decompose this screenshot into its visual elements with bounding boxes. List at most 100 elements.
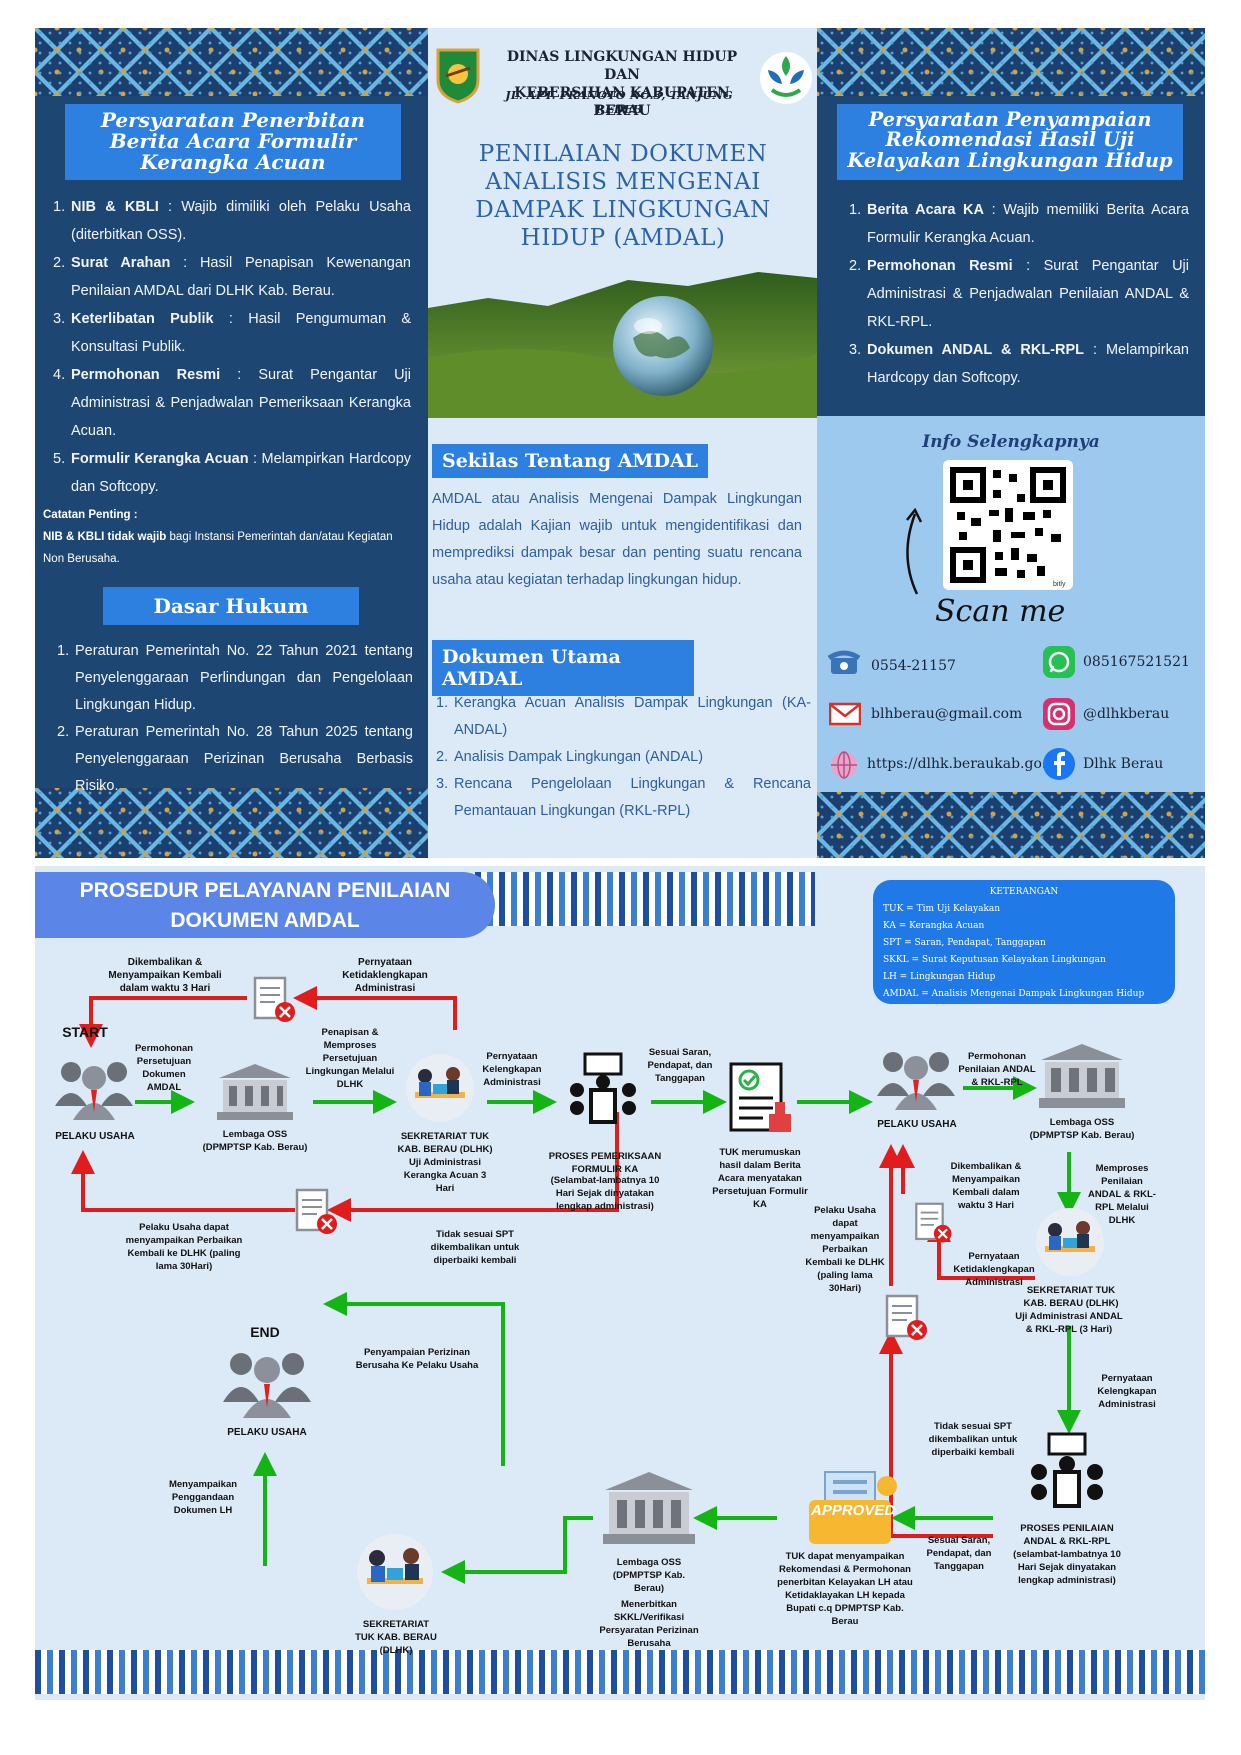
node-label: SEKRETARIAT TUK KAB. BERAU (DLHK): [355, 1619, 437, 1656]
info-box: Info Selengkapnya: [817, 416, 1205, 792]
arrow-label: Permohonan Penilaian ANDAL & RKL-RPL: [958, 1051, 1036, 1088]
list-item: 2.Permohonan Resmi : Surat Pengantar Uji…: [849, 258, 1189, 330]
email-icon: [828, 702, 862, 726]
oss-building-icon: [601, 1470, 697, 1546]
list-item: 3.Dokumen ANDAL & RKL-RPL : Melampirkan …: [849, 342, 1189, 386]
dlhk-logo-icon: [758, 50, 814, 106]
arrow-label: Menyampaikan Penggandaan Dokumen LH: [168, 1479, 238, 1516]
rejected-document-icon: [291, 1188, 341, 1238]
recommendation-title: Persyaratan Penyampaian Rekomendasi Hasi…: [837, 104, 1183, 180]
qr-code-icon: bitly: [950, 467, 1066, 588]
oss-building-icon: [1037, 1042, 1127, 1110]
whatsapp-number[interactable]: 085167521521: [1083, 654, 1190, 670]
node-label: SEKRETARIAT TUK KAB. BERAU (DLHK): [1023, 1285, 1119, 1309]
node-label: TUK merumuskan hasil dalam Berita Acara …: [712, 1147, 808, 1210]
arrow-label: Pernyataan Ketidaklengkapan Administrasi: [342, 957, 428, 994]
rejected-document-icon: [881, 1294, 931, 1344]
globe-icon: [829, 750, 859, 780]
agency-name: DINAS LINGKUNGAN HIDUP DAN KEBERSIHAN KA…: [506, 49, 738, 119]
node-label: SEKRETARIAT TUK KAB. BERAU (DLHK): [397, 1131, 493, 1155]
secretariat-meeting-icon: [1025, 1206, 1115, 1278]
arrow-label: Pernyataan Ketidaklengkapan Administrasi: [953, 1251, 1035, 1288]
left-panel: Persyaratan Penerbitan Berita Acara Form…: [35, 28, 428, 858]
svg-text:bitly: bitly: [1053, 581, 1066, 588]
top-pattern-band: [817, 28, 1205, 96]
middle-panel: DINAS LINGKUNGAN HIDUP DAN KEBERSIHAN KA…: [428, 28, 817, 858]
instagram-icon: [1043, 698, 1075, 730]
node-label: PROSES PENILAIAN ANDAL & RKL-RPL: [1020, 1523, 1114, 1547]
arrow-label: Dikembalikan & Menyampaikan Kembali dala…: [950, 1161, 1022, 1211]
approved-document-icon: [803, 1470, 897, 1552]
main-documents-title: Dokumen Utama AMDAL: [432, 640, 694, 696]
bottom-pattern-band: [35, 788, 428, 858]
list-item: 1.Kerangka Acuan Analisis Dampak Lingkun…: [436, 695, 811, 738]
list-item: 2.Surat Arahan : Hasil Penapisan Kewenan…: [53, 255, 411, 299]
globe-moss-image: [428, 268, 817, 418]
flowchart-title: PROSEDUR PELAYANAN PENILAIAN DOKUMEN AMD…: [35, 872, 495, 938]
main-heading: PENILAIAN DOKUMEN ANALISIS MENGENAI DAMP…: [475, 141, 771, 251]
requirements-list: 1.NIB & KBLI : Wajib dimiliki oleh Pelak…: [53, 193, 411, 501]
email-address[interactable]: blhberau@gmail.com: [871, 706, 1023, 722]
node-label: Lembaga OSS (DPMPTSP Kab. Berau): [202, 1129, 308, 1153]
arrow-label: Dikembalikan & Menyampaikan Kembali dala…: [108, 957, 222, 994]
facebook-page[interactable]: Dlhk Berau: [1083, 756, 1164, 772]
facebook-icon: [1043, 748, 1075, 780]
node-label: PROSES PEMERIKSAAN FORMULIR KA: [548, 1151, 662, 1175]
list-item: 2.Peraturan Pemerintah No. 28 Tahun 2025…: [57, 724, 413, 794]
whatsapp-icon: [1043, 646, 1075, 678]
arrow-label: Pelaku Usaha dapat menyampaikan Perbaika…: [125, 1222, 243, 1272]
oss-building-icon: [215, 1062, 295, 1122]
list-item: 5.Formulir Kerangka Acuan : Melampirkan …: [53, 451, 412, 495]
node-label: Lembaga OSS (DPMPTSP Kab. Berau): [612, 1557, 686, 1594]
curved-arrow-icon: [899, 506, 929, 598]
legend-box: KETERANGAN TUK = Tim Uji Kelayakan KA = …: [873, 880, 1175, 1004]
node-label: PELAKU USAHA: [227, 1427, 307, 1438]
review-meeting-icon: [1025, 1432, 1109, 1514]
agency-address: JL. APT. PRANOTO NO.3, TANJUNG REDEB: [505, 88, 733, 116]
business-actors-icon: [217, 1346, 317, 1420]
arrow-label: Pelaku Usaha dapat menyampaikan Perbaika…: [805, 1205, 885, 1294]
end-label: END: [250, 1324, 280, 1340]
berau-regency-logo-icon: [434, 46, 482, 104]
about-amdal-title: Sekilas Tentang AMDAL: [432, 444, 709, 478]
phone-number[interactable]: 0554-21157: [871, 658, 956, 674]
business-actors-icon: [871, 1046, 961, 1112]
list-item: 1.Peraturan Pemerintah No. 22 Tahun 2021…: [57, 643, 413, 713]
requirements-title: Persyaratan Penerbitan Berita Acara Form…: [65, 104, 401, 180]
rejected-document-icon: [911, 1202, 955, 1246]
phone-icon: [827, 648, 861, 678]
node-label: PELAKU USAHA: [877, 1119, 957, 1130]
node-label: TUK dapat menyampaikan Rekomendasi & Per…: [777, 1551, 913, 1627]
list-item: 3.Keterlibatan Publik : Hasil Pengumuman…: [53, 311, 411, 355]
business-actors-icon: [49, 1056, 139, 1122]
list-item: 4.Permohonan Resmi : Surat Pengantar Uji…: [53, 367, 411, 439]
qr-code[interactable]: bitly: [943, 460, 1073, 590]
list-item: 1.Berita Acara KA : Wajib memiliki Berit…: [849, 202, 1189, 246]
bottom-pattern-band: [35, 1650, 1205, 1694]
flow-arrows: [71, 986, 1081, 1584]
arrow-label: Sesuai Saran, Pendapat, dan Tanggapan: [926, 1535, 992, 1572]
list-item: 2.Analisis Dampak Lingkungan (ANDAL): [436, 749, 704, 765]
list-item: 1.NIB & KBLI : Wajib dimiliki oleh Pelak…: [53, 199, 411, 243]
important-note: Catatan Penting : NIB & KBLI tidak wajib…: [43, 509, 393, 565]
node-sublabel: Uji Administrasi ANDAL & RKL-RPL (3 Hari…: [1015, 1311, 1123, 1335]
procedure-flowchart: PROSEDUR PELAYANAN PENILAIAN DOKUMEN AMD…: [35, 866, 1205, 1700]
instagram-handle[interactable]: @dlhkberau: [1083, 706, 1170, 722]
node-sublabel: Uji Administrasi Kerangka Acuan 3 Hari: [403, 1157, 487, 1194]
about-amdal-text: AMDAL atau Analisis Mengenai Dampak Ling…: [432, 491, 802, 588]
right-panel: Persyaratan Penyampaian Rekomendasi Hasi…: [817, 28, 1205, 858]
recommendation-list: 1.Berita Acara KA : Wajib memiliki Berit…: [849, 196, 1189, 392]
start-label: START: [62, 1024, 108, 1040]
approval-document-icon: [725, 1062, 797, 1138]
legal-basis-list: 1.Peraturan Pemerintah No. 22 Tahun 2021…: [57, 638, 413, 800]
rejected-document-icon: [249, 976, 299, 1026]
arrow-label: Memproses Penilaian ANDAL & RKL-RPL Mela…: [1088, 1163, 1156, 1226]
top-pattern-band: [475, 872, 815, 926]
info-title: Info Selengkapnya: [922, 432, 1100, 452]
bottom-pattern-band: [817, 792, 1205, 858]
website-link[interactable]: https://dlhk.beraukab.go.id: [867, 756, 1060, 772]
review-meeting-icon: [563, 1052, 643, 1130]
arrow-label: Penyampaian Perizinan Berusaha Ke Pelaku…: [355, 1347, 479, 1371]
secretariat-meeting-icon: [395, 1052, 485, 1124]
secretariat-meeting-icon: [345, 1532, 445, 1612]
